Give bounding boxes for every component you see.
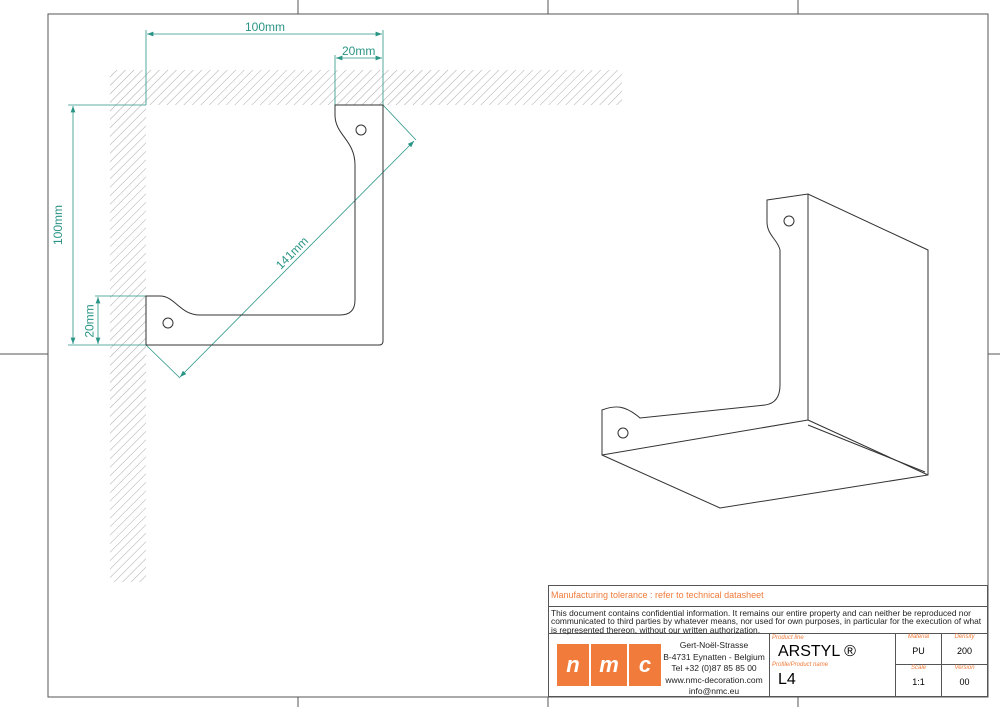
product-name: L4 bbox=[778, 671, 796, 688]
dimension-lines bbox=[68, 30, 417, 379]
mounting-hole bbox=[355, 124, 367, 136]
wall-hatch bbox=[110, 70, 622, 582]
scale-cell: Scale 1:1 bbox=[896, 665, 942, 697]
nmc-logo: n m c bbox=[557, 644, 661, 686]
version-cell: Version 00 bbox=[954, 665, 975, 687]
isometric-view bbox=[601, 193, 929, 509]
mounting-hole bbox=[162, 317, 174, 329]
company-address: Gert-Noël-Strasse B-4731 Eynatten - Belg… bbox=[663, 640, 765, 696]
dim-height: 100mm bbox=[51, 204, 66, 246]
confidential-notice: This document contains confidential info… bbox=[549, 606, 987, 634]
profile-section bbox=[145, 104, 384, 346]
title-block: Manufacturing tolerance : refer to techn… bbox=[548, 585, 988, 697]
tolerance-note: Manufacturing tolerance : refer to techn… bbox=[551, 590, 764, 600]
material-cell: Material PU bbox=[896, 634, 942, 665]
product-cell: Product line ARSTYL ® Profile/Product na… bbox=[769, 634, 896, 697]
density-cell: Density 200 bbox=[942, 634, 987, 665]
dim-width: 100mm bbox=[245, 20, 286, 34]
dim-flange-side: 20mm bbox=[82, 304, 97, 338]
dim-flange-top: 20mm bbox=[342, 44, 376, 58]
product-line: ARSTYL ® bbox=[778, 643, 856, 660]
